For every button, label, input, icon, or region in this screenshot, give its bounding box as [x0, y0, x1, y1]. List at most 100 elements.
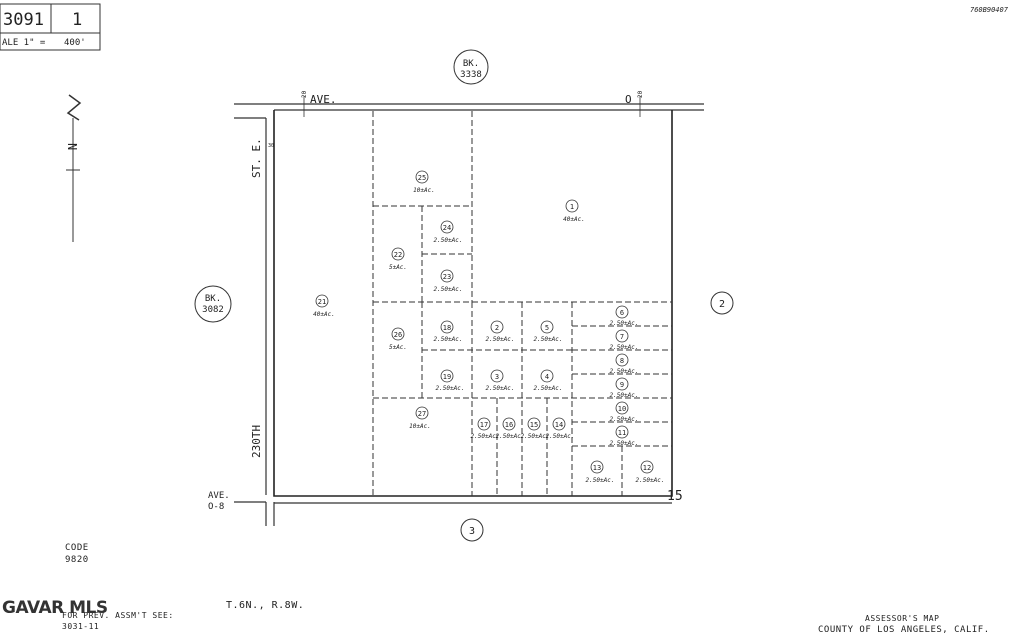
north-dim-left: 20 [301, 90, 308, 98]
parcel-area: 2.50±Ac. [486, 385, 515, 392]
parcel-area: 2.50±Ac. [610, 344, 639, 351]
parcel-area: 2.50±Ac. [610, 368, 639, 375]
parcel-area: 2.50±Ac. [610, 320, 639, 327]
header-box: 3091 1 ALE 1" = 400' [0, 3, 101, 51]
parcel-area: 2.50±Ac. [471, 433, 500, 440]
prev-assessment-label: FOR PREV. ASSM'T SEE: [62, 611, 174, 620]
book-number: 3091 [3, 10, 44, 30]
parcel-6: 6 2.50±Ac. [610, 305, 639, 327]
parcel-number: 27 [418, 410, 426, 418]
parcel-area: 40±Ac. [313, 311, 335, 318]
parcel-7: 7 2.50±Ac. [610, 329, 639, 351]
parcel-5: 5 2.50±Ac. [534, 320, 563, 343]
parcel-area: 2.50±Ac. [534, 385, 563, 392]
scale-value: 400' [64, 38, 86, 48]
parcel-26: 26 5±Ac. [389, 327, 407, 351]
watermark: GAVAR MLS [2, 598, 108, 618]
north-dim-right: 20 [637, 90, 644, 98]
page-ref: 2 [719, 299, 725, 310]
parcel-area: 2.50±Ac. [534, 336, 563, 343]
book-ref: 3082 [202, 305, 224, 315]
document-number: 760B90407 [970, 6, 1009, 14]
parcel-area: 2.50±Ac. [610, 440, 639, 447]
north-ave-letter: O [625, 93, 632, 106]
parcel-number: 8 [620, 357, 624, 365]
south-ave-label: AVE. [208, 491, 230, 501]
parcel-1: 1 40±Ac. [563, 199, 585, 223]
parcel-13: 13 2.50±Ac. [586, 460, 615, 484]
parcel-18: 18 2.50±Ac. [434, 320, 463, 343]
parcel-number: 9 [620, 381, 624, 389]
parcel-number: 2 [495, 324, 499, 332]
parcel-14: 14 2.50±Ac. [546, 417, 575, 440]
parcel-number: 16 [505, 421, 513, 429]
parcel-number: 19 [443, 373, 451, 381]
parcel-10: 10 2.50±Ac. [610, 401, 639, 423]
section-boundary [273, 110, 673, 497]
adjacent-book-west: BK. 3082 [194, 285, 232, 323]
parcel-17: 17 2.50±Ac. [471, 417, 500, 440]
parcel-11: 11 2.50±Ac. [610, 425, 639, 447]
parcel-number: 11 [618, 429, 626, 437]
parcel-3: 3 2.50±Ac. [486, 369, 515, 392]
parcel-8: 8 2.50±Ac. [610, 353, 639, 375]
parcel-22: 22 5±Ac. [389, 247, 407, 271]
parcel-23: 23 2.50±Ac. [434, 269, 463, 293]
parcel-area: 2.50±Ac. [521, 433, 550, 440]
parcel-lines [372, 111, 672, 496]
parcel-number: 18 [443, 324, 451, 332]
parcel-area: 10±Ac. [409, 423, 431, 430]
parcel-19: 19 2.50±Ac. [436, 369, 465, 392]
parcel-number: 15 [530, 421, 538, 429]
south-ave-id: O-8 [208, 502, 224, 512]
section-corner-number: 15 [667, 489, 683, 504]
parcel-area: 2.50±Ac. [586, 477, 615, 484]
adjacent-page-south: 3 [460, 518, 484, 542]
parcel-number: 23 [443, 273, 451, 281]
page-number: 1 [72, 10, 82, 30]
parcel-area: 2.50±Ac. [434, 237, 463, 244]
north-label: N [65, 143, 79, 150]
parcel-number: 24 [443, 224, 451, 232]
map-title: ASSESSOR'S MAP [865, 614, 940, 623]
parcel-21: 21 40±Ac. [313, 294, 335, 318]
parcel-area: 2.50±Ac. [436, 385, 465, 392]
page-ref: 3 [469, 526, 475, 537]
prev-assessment-ref: 3031-11 [62, 622, 100, 631]
parcel-15: 15 2.50±Ac. [521, 417, 550, 440]
parcel-2: 2 2.50±Ac. [486, 320, 514, 343]
parcel-number: 21 [318, 298, 326, 306]
north-ave-label: AVE. [310, 93, 337, 106]
parcel-12: 12 2.50±Ac. [636, 460, 665, 484]
code-value: 9820 [65, 555, 89, 565]
parcel-area: 2.50±Ac. [636, 477, 665, 484]
parcel-number: 17 [480, 421, 488, 429]
parcel-number: 25 [418, 174, 426, 182]
road-lines [234, 96, 704, 526]
parcel-area: 5±Ac. [389, 264, 407, 271]
parcel-number: 6 [620, 309, 624, 317]
parcel-9: 9 2.50±Ac. [610, 377, 639, 399]
north-arrow-icon: N [65, 94, 82, 242]
parcel-area: 40±Ac. [563, 216, 585, 223]
book-prefix: BK. [205, 294, 221, 304]
book-ref: 3338 [460, 70, 482, 80]
parcel-number: 22 [394, 251, 402, 259]
parcel-27: 27 10±Ac. [409, 406, 431, 430]
parcel-number: 4 [545, 373, 549, 381]
parcel-area: 2.50±Ac. [610, 416, 639, 423]
parcel-number: 3 [495, 373, 499, 381]
adjacent-page-east: 2 [710, 291, 734, 315]
parcel-24: 24 2.50±Ac. [434, 220, 463, 244]
parcel-number: 1 [570, 203, 574, 211]
parcel-area: 2.50±Ac. [610, 392, 639, 399]
parcel-area: 2.50±Ac. [434, 336, 463, 343]
parcel-area: 2.50±Ac. [434, 286, 463, 293]
parcel-area: 2.50±Ac. [546, 433, 575, 440]
map-subtitle: COUNTY OF LOS ANGELES, CALIF. [818, 625, 990, 635]
scale-label: ALE 1" = [2, 38, 46, 48]
parcel-number: 12 [643, 464, 651, 472]
west-street-number: 230TH [250, 425, 263, 458]
parcel-25: 25 10±Ac. [413, 170, 435, 194]
